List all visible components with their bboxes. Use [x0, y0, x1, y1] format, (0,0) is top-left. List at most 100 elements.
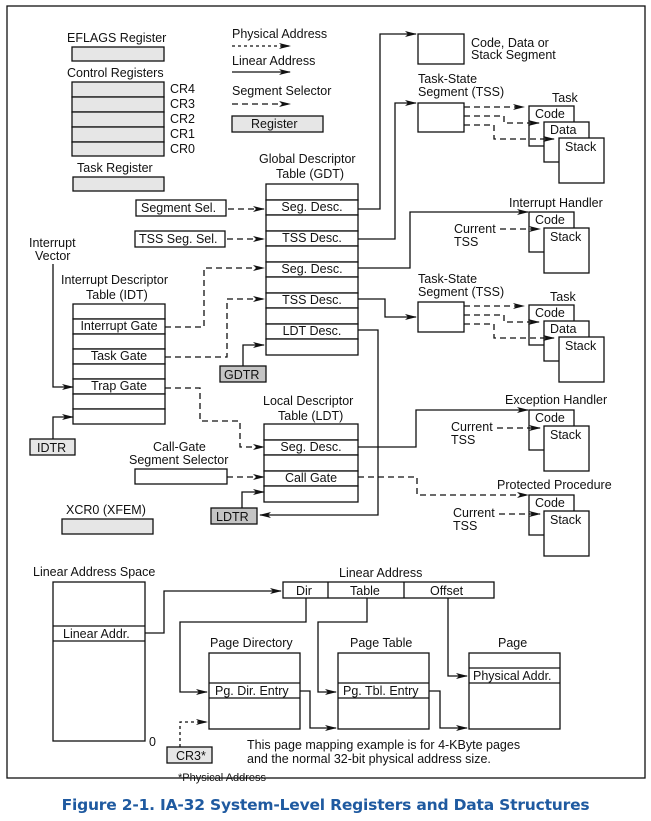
page-mapping-note: This page mapping example is for 4-KByte…: [247, 738, 520, 752]
idt-row: [72, 363, 166, 380]
segment-selector-box: [135, 199, 227, 217]
xcr0-register: [61, 518, 154, 535]
cr4-label: CR4: [170, 82, 195, 96]
physical-addr-entry: Physical Addr.: [473, 669, 552, 683]
ldt: Local Descriptor Table (LDT) Seg. Desc.C…: [263, 394, 359, 503]
idt-row: [72, 333, 166, 350]
data-label: Data: [550, 322, 576, 336]
page-directory-label: Page Directory: [210, 636, 293, 650]
stack-box: [558, 137, 605, 184]
idtr-label: IDTR: [37, 441, 66, 455]
page: [468, 652, 561, 730]
stack-label: Stack: [565, 140, 597, 154]
gdt-row: [265, 214, 359, 232]
table-arrow: [317, 598, 368, 695]
figure-frame: [6, 5, 646, 779]
gdtr-label: GDTR: [224, 368, 259, 382]
interrupt-vector-arrow: [52, 264, 74, 390]
tss-desc-to-tss-2: [358, 298, 417, 320]
task-gate-link: [165, 296, 265, 358]
stack-box: [558, 336, 605, 383]
legend-physical-address: Physical Address: [232, 27, 327, 41]
idt-entry: Interrupt Gate: [80, 319, 157, 333]
eflags-label: EFLAGS Register: [67, 31, 166, 45]
call-gate-to-procedure: [358, 476, 529, 498]
seg-desc-to-interrupt-handler: [358, 209, 529, 269]
code-label: Code: [535, 411, 565, 425]
ldt-seg-desc-to-exception-handler: [358, 407, 529, 448]
ldt-row: [263, 423, 359, 441]
code-data-stack-label-2: Stack Segment: [471, 48, 556, 62]
pg-tbl-entry: Pg. Tbl. Entry: [343, 684, 419, 698]
segment-selector-label: Segment Sel.: [141, 201, 216, 215]
code-data-stack-label: Code, Data or: [471, 36, 549, 50]
page-directory: [208, 652, 301, 730]
tss-selector-label: TSS Seg. Sel.: [139, 232, 218, 246]
xcr0-label: XCR0 (XFEM): [66, 503, 146, 517]
legend-segment-selector: Segment Selector: [232, 84, 331, 98]
code-label: Code: [535, 496, 565, 510]
cr2-label: CR2: [170, 112, 195, 126]
interrupt-handler-label: Interrupt Handler: [509, 196, 603, 210]
linear-addr-arrow: [145, 588, 282, 634]
tss-data-link: [464, 314, 540, 325]
cr3-label: CR3*: [176, 749, 206, 763]
gdt-row: [265, 307, 359, 325]
linear-addr-entry: Linear Addr.: [63, 627, 130, 641]
ldt-row: [263, 454, 359, 472]
stack-box: [543, 510, 590, 557]
gdt-title: Global Descriptor: [259, 152, 356, 166]
gdt-entry: Seg. Desc.: [281, 200, 342, 214]
linear-address-fields: [282, 581, 495, 599]
current-tss-label-2b: TSS: [451, 433, 475, 447]
cr3-arrow: [179, 719, 208, 747]
physical-address-footnote: *Physical Address: [178, 772, 267, 784]
tss-mid-box: [417, 301, 465, 333]
gdt-row: [265, 245, 359, 263]
call-gate-selector-label: Call-Gate: [153, 440, 206, 454]
tss-mid-label: Task-State: [418, 272, 477, 286]
current-tss-label-1b: TSS: [454, 235, 478, 249]
field-offset: Offset: [430, 584, 464, 598]
task-label: Task: [552, 91, 578, 105]
figure-caption: Figure 2-1. IA-32 System-Level Registers…: [61, 796, 590, 814]
tss-selector-box: [134, 230, 226, 248]
stack-box: [543, 227, 590, 274]
task-register: Task Register: [72, 161, 165, 192]
gdt-entry: TSS Desc.: [282, 293, 342, 307]
ldt-row: [263, 485, 359, 503]
offset-arrow: [447, 598, 468, 679]
control-registers: Control Registers CR4 CR3 CR2 CR1 CR0: [67, 66, 195, 157]
idt-entry: Trap Gate: [91, 379, 147, 393]
field-dir: Dir: [296, 584, 312, 598]
page-mapping-note-2: and the normal 32-bit physical address s…: [247, 752, 491, 766]
current-tss-label-3: Current: [453, 506, 495, 520]
gdt-row: [265, 338, 359, 356]
linear-address-title: Linear Address: [339, 566, 422, 580]
tss-top-label-2: Segment (TSS): [418, 85, 504, 99]
stack-label: Stack: [550, 230, 582, 244]
cr1-label: CR1: [170, 127, 195, 141]
idt-title: Interrupt Descriptor: [61, 273, 168, 287]
tss-data-link: [464, 115, 540, 126]
code-label: Code: [535, 306, 565, 320]
gdt: Global Descriptor Table (GDT) Seg. Desc.…: [259, 152, 359, 356]
ldt-title-2: Table (LDT): [278, 409, 343, 423]
code-data-stack-segment: [417, 33, 465, 65]
page-label: Page: [498, 636, 527, 650]
legend-register-label: Register: [251, 117, 298, 131]
code-label: Code: [535, 107, 565, 121]
data-label: Data: [550, 123, 576, 137]
exception-handler-label: Exception Handler: [505, 393, 607, 407]
linear-address-space: [52, 581, 146, 742]
idtr-arrow: [52, 414, 74, 439]
ldt-desc-to-ldtr: [259, 329, 379, 518]
cr3-register: [166, 746, 213, 764]
tss-desc-to-tss: [358, 100, 417, 240]
stack-box: [543, 425, 590, 472]
